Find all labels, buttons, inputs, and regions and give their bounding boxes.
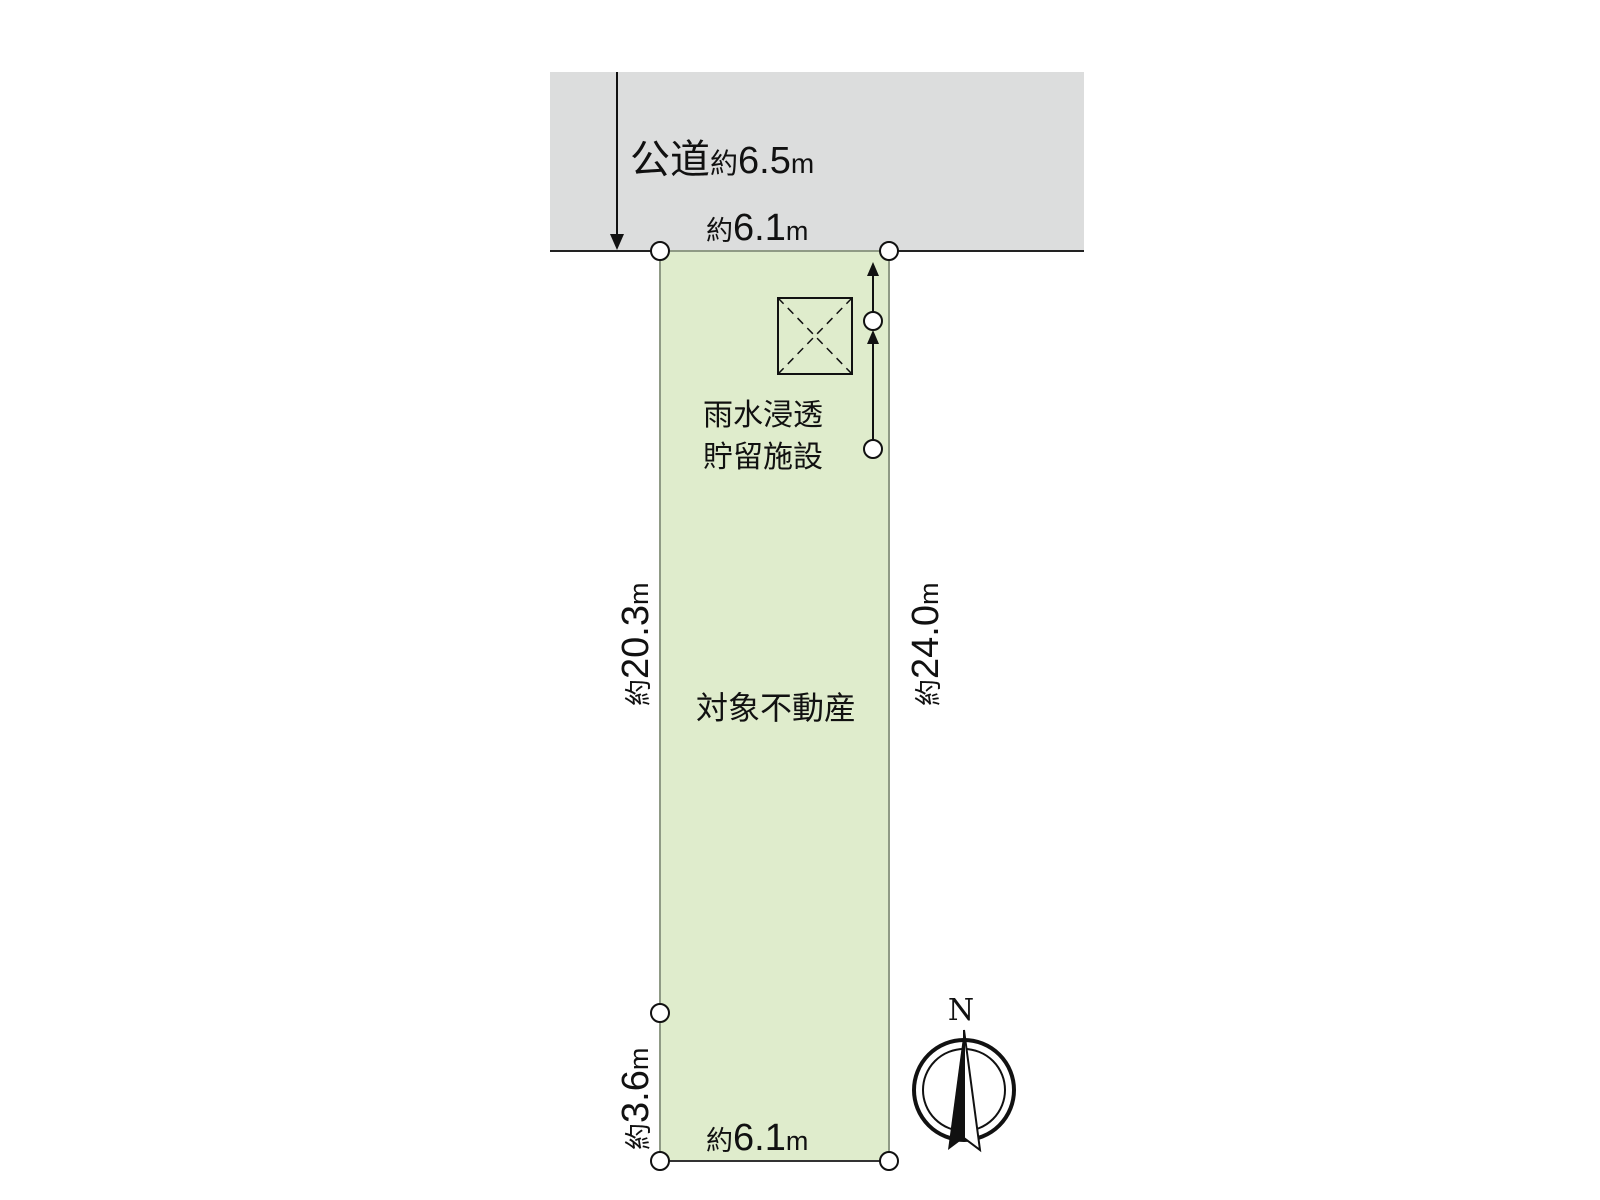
west-lower-unit: m — [624, 1048, 654, 1071]
boundary-marker-w-mid — [650, 1003, 670, 1023]
facility-label-line2: 貯留施設 — [703, 440, 823, 475]
rear-unit: m — [786, 1126, 809, 1156]
frontage-value: 6.1 — [733, 207, 786, 249]
rainwater-facility-symbol — [777, 297, 853, 375]
rear-prefix: 約 — [706, 1126, 733, 1157]
road-width-value: 6.5 — [738, 140, 791, 182]
west-upper-unit: m — [624, 583, 654, 606]
frontage-unit: m — [786, 216, 809, 246]
east-unit: m — [914, 583, 944, 606]
road-width-arrow — [610, 72, 624, 250]
boundary-marker-se — [879, 1151, 899, 1171]
road-label: 公道約6.5m — [630, 137, 814, 183]
west-upper-value: 20.3 — [615, 605, 657, 679]
west-upper-dimension: 約20.3m — [615, 583, 657, 706]
boundary-marker-nw — [650, 241, 670, 261]
public-road — [550, 72, 1084, 251]
north-arrow-icon: N — [912, 993, 1016, 1153]
frontage-prefix: 約 — [706, 216, 733, 247]
north-label: N — [948, 993, 974, 1028]
west-upper-prefix: 約 — [624, 679, 655, 706]
subject-parcel — [659, 250, 890, 1162]
facility-offset-arrows — [863, 262, 883, 459]
road-width-prefix: 約 — [710, 147, 738, 180]
facility-label-line1: 雨水浸透 — [703, 398, 823, 433]
boundary-marker-sw — [650, 1151, 670, 1171]
rear-value: 6.1 — [733, 1117, 786, 1159]
east-prefix: 約 — [914, 679, 945, 706]
road-name: 公道 — [630, 137, 710, 183]
boundary-marker-ne — [879, 241, 899, 261]
frontage-dimension: 約6.1m — [706, 207, 808, 249]
east-dimension: 約24.0m — [905, 583, 947, 706]
west-lower-dimension: 約3.6m — [615, 1048, 657, 1150]
east-value: 24.0 — [905, 605, 947, 679]
road-width-unit: m — [791, 148, 814, 179]
boundary-markers — [650, 241, 899, 1171]
parcel-label: 対象不動産 — [696, 689, 856, 727]
rear-dimension: 約6.1m — [706, 1117, 808, 1159]
west-lower-value: 3.6 — [615, 1070, 657, 1123]
west-lower-prefix: 約 — [624, 1123, 655, 1150]
